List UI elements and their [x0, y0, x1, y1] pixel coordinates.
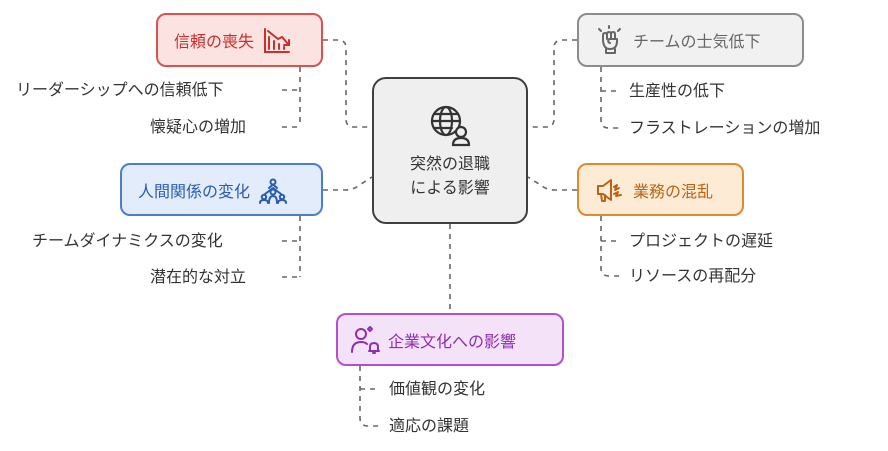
corporate-culture-item-2: 適応の課題: [389, 416, 470, 435]
person-bell-icon: [350, 325, 380, 355]
node-trust-loss[interactable]: 信頼の喪失: [156, 13, 323, 67]
center-node[interactable]: 突然の退職 による影響: [372, 77, 528, 224]
business-disruption-item-2: リソースの再配分: [629, 266, 757, 285]
business-disruption-item-1: プロジェクトの遅延: [629, 231, 774, 250]
node-corporate-culture-label: 企業文化への影響: [388, 331, 517, 351]
megaphone-icon: [595, 175, 625, 205]
relationships-item-1: チームダイナミクスの変化: [32, 231, 223, 250]
corporate-culture-item-1: 価値観の変化: [389, 379, 486, 398]
node-relationships-label: 人間関係の変化: [138, 181, 251, 201]
node-relationships[interactable]: 人間関係の変化: [120, 163, 323, 216]
declining-chart-icon: [262, 25, 292, 55]
trust-loss-item-2: 懐疑心の増加: [150, 117, 247, 136]
node-trust-loss-label: 信頼の喪失: [174, 32, 255, 51]
globe-user-icon: [427, 102, 473, 148]
center-title-line1: 突然の退職: [409, 153, 490, 173]
node-business-disruption[interactable]: 業務の混乱: [577, 163, 744, 216]
team-morale-item-2: フラストレーションの増加: [629, 118, 821, 137]
team-morale-item-1: 生産性の低下: [629, 81, 726, 100]
node-team-morale[interactable]: チームの士気低下: [577, 13, 804, 67]
people-network-icon: [258, 175, 288, 205]
node-business-disruption-label: 業務の混乱: [633, 181, 714, 201]
node-corporate-culture[interactable]: 企業文化への影響: [336, 313, 564, 366]
fist-icon: [595, 25, 625, 55]
node-team-morale-label: チームの士気低下: [633, 32, 761, 51]
relationships-item-2: 潜在的な対立: [150, 267, 247, 286]
trust-loss-item-1: リーダーシップへの信頼低下: [16, 80, 224, 99]
center-title-line2: による影響: [410, 177, 490, 197]
